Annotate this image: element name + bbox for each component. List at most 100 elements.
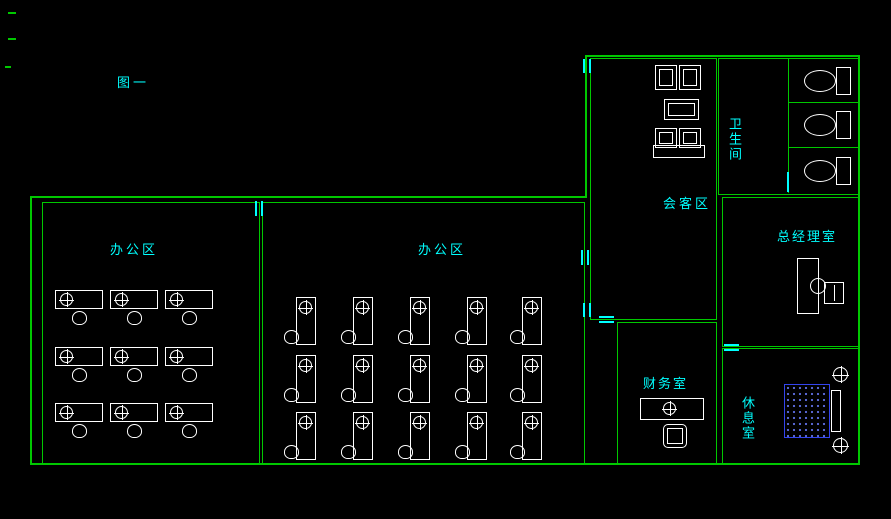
- room-label-manager: 总经理室: [777, 230, 838, 245]
- toilet-bowl: [804, 70, 836, 92]
- door-reception-bottom: [583, 303, 585, 317]
- room-label-office-left: 办公区: [110, 243, 159, 258]
- chair: [341, 330, 356, 344]
- chair: [182, 368, 197, 382]
- armchair: [679, 65, 701, 90]
- chair: [455, 388, 470, 402]
- room-reception: [590, 58, 717, 320]
- door-reception-top: [589, 59, 591, 73]
- room-office-mid: [262, 202, 585, 464]
- outer-wall-mid-vertical: [585, 55, 587, 198]
- monitor-icon: [169, 292, 184, 307]
- desk: [410, 355, 430, 403]
- monitor-icon: [412, 415, 427, 430]
- chair: [127, 424, 142, 438]
- toilet: [802, 157, 852, 185]
- monitor-icon: [59, 349, 74, 364]
- monitor-icon: [114, 292, 129, 307]
- desk: [110, 403, 158, 422]
- desk: [410, 412, 430, 460]
- monitor-icon: [298, 300, 313, 315]
- monitor-icon: [355, 415, 370, 430]
- chair: [284, 330, 299, 344]
- coffee-table: [664, 99, 699, 120]
- desk: [353, 412, 373, 460]
- door-finance: [599, 316, 614, 318]
- toilet-stall-divider: [788, 147, 858, 148]
- monitor-icon: [169, 405, 184, 420]
- toilet-stall-divider: [788, 102, 858, 103]
- monitor-icon: [298, 415, 313, 430]
- armchair: [655, 128, 677, 148]
- desk: [296, 297, 316, 345]
- toilet-tank: [836, 111, 851, 139]
- manager-chair: [810, 278, 826, 294]
- chair: [127, 368, 142, 382]
- bathroom-divider-wall: [788, 58, 789, 193]
- chair: [510, 445, 525, 459]
- desk: [165, 290, 213, 309]
- toilet-bowl: [804, 114, 836, 136]
- door-manager: [724, 349, 739, 351]
- outer-wall-left: [30, 196, 32, 465]
- monitor-icon: [524, 358, 539, 373]
- desk: [55, 290, 103, 309]
- desk: [165, 347, 213, 366]
- chair: [341, 445, 356, 459]
- chair: [182, 424, 197, 438]
- room-finance: [617, 322, 717, 464]
- room-label-office-mid: 办公区: [418, 243, 467, 258]
- manager-cabinet: [824, 282, 844, 304]
- chair: [341, 388, 356, 402]
- desk: [296, 355, 316, 403]
- monitor-icon: [469, 358, 484, 373]
- monitor-icon: [469, 300, 484, 315]
- desk: [522, 297, 542, 345]
- room-label-finance: 财务室: [643, 377, 689, 392]
- toilet-tank: [836, 67, 851, 95]
- lamp-icon: [832, 437, 849, 454]
- monitor-icon: [355, 300, 370, 315]
- desk: [522, 355, 542, 403]
- monitor-icon: [524, 415, 539, 430]
- desk: [353, 297, 373, 345]
- desk: [55, 347, 103, 366]
- door-office-mid: [581, 250, 583, 265]
- door-finance: [599, 321, 614, 323]
- chair: [72, 368, 87, 382]
- finance-chair: [663, 424, 687, 448]
- monitor-icon: [298, 358, 313, 373]
- chair: [510, 388, 525, 402]
- toilet: [802, 67, 852, 95]
- desk: [55, 403, 103, 422]
- monitor-icon: [59, 292, 74, 307]
- desk: [467, 355, 487, 403]
- room-label-rest: 休息室: [739, 396, 754, 441]
- desk: [110, 290, 158, 309]
- armchair: [655, 65, 677, 90]
- artifact-mark: [8, 12, 16, 14]
- monitor-icon: [662, 401, 677, 416]
- door-office-divider: [255, 201, 257, 216]
- toilet-bowl: [804, 160, 836, 182]
- desk: [110, 347, 158, 366]
- desk: [165, 403, 213, 422]
- door-manager: [724, 344, 739, 346]
- monitor-icon: [524, 300, 539, 315]
- monitor-icon: [355, 358, 370, 373]
- sofa-base: [653, 145, 705, 158]
- door-reception-bottom: [589, 303, 591, 317]
- door-reception-top: [583, 59, 585, 73]
- toilet-tank: [836, 157, 851, 185]
- room-manager: [722, 197, 860, 347]
- monitor-icon: [412, 358, 427, 373]
- monitor-icon: [114, 349, 129, 364]
- room-label-bathroom: 卫生间: [726, 117, 741, 162]
- chair: [398, 445, 413, 459]
- door-office-divider: [261, 201, 263, 216]
- lamp-icon: [832, 366, 849, 383]
- outer-wall-top-left: [30, 196, 587, 198]
- artifact-mark: [5, 66, 11, 68]
- outer-wall-bottom: [30, 463, 860, 465]
